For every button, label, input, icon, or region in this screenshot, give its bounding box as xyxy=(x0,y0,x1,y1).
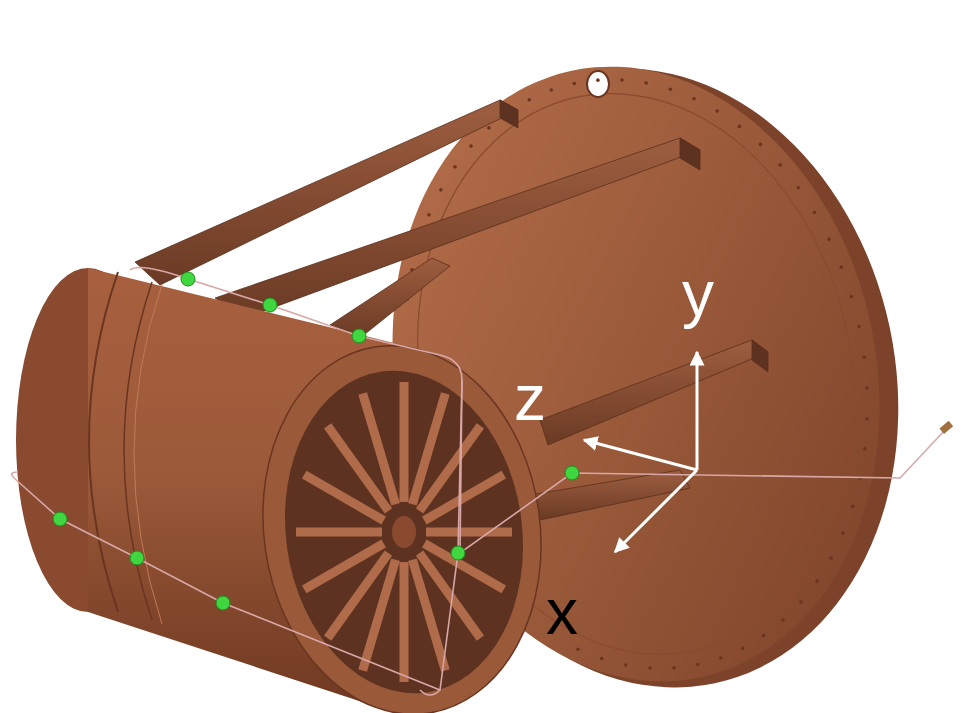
axis-label: x xyxy=(546,580,578,644)
axis-label: z xyxy=(514,366,546,430)
axis-label: y xyxy=(682,262,714,326)
wire-connector xyxy=(939,421,953,434)
wire xyxy=(12,267,945,695)
axis-arrows xyxy=(584,352,697,552)
cylinder xyxy=(16,268,564,713)
sensor-dots xyxy=(53,272,579,610)
